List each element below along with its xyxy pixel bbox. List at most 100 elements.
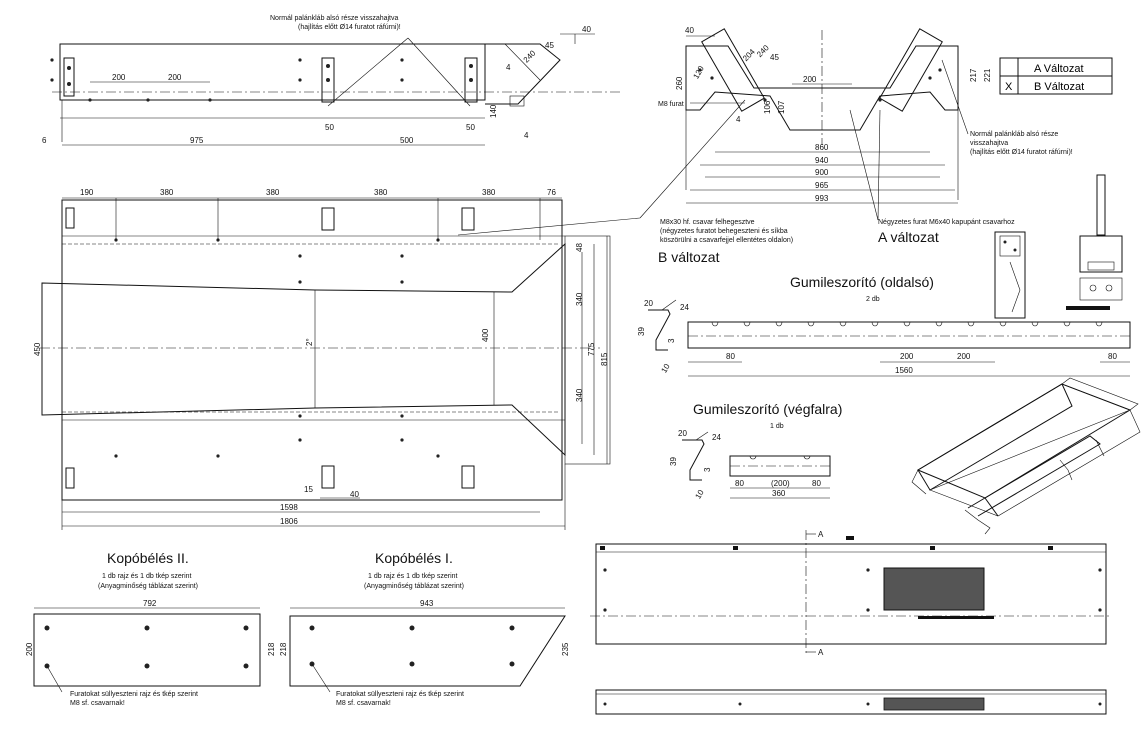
bottom-panel-grille: [883, 567, 985, 611]
kopo2-note-line1: Furatokat süllyeszteni rajz és tkép szer…: [70, 691, 198, 698]
end-dim-40: 40: [685, 26, 694, 35]
gumi-v-dim-80a: 80: [735, 479, 744, 488]
end-slanted-right: [879, 28, 943, 112]
end-slanted-left: [701, 28, 765, 112]
gumi-o-dim-3: 3: [667, 338, 676, 343]
plan-outline: [61, 199, 563, 501]
gumi-o-dim-10: 10: [659, 362, 672, 375]
plan-dim-450: 450: [33, 342, 42, 356]
side-dim-50a: 50: [325, 123, 334, 132]
strip-notch: [967, 321, 975, 327]
side-dim-500: 500: [400, 136, 414, 145]
b-valtozat-label: B változat: [658, 249, 720, 265]
gumi-vegfal-title: Gumileszorító (végfalra): [693, 401, 842, 417]
gumi-v-dim-24: 24: [712, 433, 721, 442]
detail-post-base: [1079, 235, 1123, 273]
kopo2-sub1: 1 db rajz és 1 db tkép szerint: [102, 573, 192, 580]
plan-dim-380c: 380: [374, 188, 388, 197]
end-dim-120: 120: [691, 64, 706, 81]
side-dim-50b: 50: [466, 123, 475, 132]
side-note-line1: Normál palánkláb alsó része visszahajtva: [270, 15, 398, 22]
detail-views: [994, 174, 1123, 319]
end-dim-260: 260: [675, 76, 684, 90]
strip-notch: [935, 321, 943, 327]
legend-row-b-label: B Változat: [1034, 81, 1084, 93]
plan-dim-48: 48: [575, 243, 584, 252]
end-view: 40 260 120 204 240 45 217 221 200 106 10…: [457, 26, 1073, 265]
end-dim-900: 900: [815, 168, 829, 177]
gumi-oldalso-title: Gumileszorító (oldalsó): [790, 274, 934, 290]
gumi-oldalso-strip: [687, 321, 1131, 349]
gumi-oldalso: Gumileszorító (oldalsó) 2 db 80 200 200 …: [637, 274, 1131, 377]
side-dim-200b: 200: [168, 73, 182, 82]
strip-notch: [999, 321, 1007, 327]
kopo1-note-line1: Furatokat süllyeszteni rajz és tkép szer…: [336, 691, 464, 698]
kopo2-note-line2: M8 sf. csavarnak!: [70, 700, 125, 707]
gumi-o-profile: [648, 309, 671, 351]
kopo2-h1: 200: [25, 642, 34, 656]
end-dim-106: 106: [763, 100, 772, 114]
plan-dim-380d: 380: [482, 188, 496, 197]
legend-row-a-label: A Változat: [1034, 63, 1084, 75]
plan-dim-815: 815: [600, 352, 609, 366]
plan-dim-1598: 1598: [280, 503, 298, 512]
bottom-panel-outline: [595, 543, 1107, 645]
gumi-o-dim-1560: 1560: [895, 366, 913, 375]
plan-dim-380b: 380: [266, 188, 280, 197]
plan-floor-liner: [41, 242, 566, 457]
gumi-v-dim-10: 10: [693, 488, 706, 501]
end-dim-221: 221: [983, 68, 992, 82]
plan-dim-15: 15: [304, 485, 313, 494]
gumi-vegfal: Gumileszorító (végfalra) 1 db 80 (200) 8…: [669, 401, 842, 500]
gumi-v-dim-80b: 80: [812, 479, 821, 488]
end-note-line2: visszahajtva: [970, 140, 1008, 147]
end-dim-965: 965: [815, 181, 829, 190]
kopo2-title: Kopóbélés II.: [107, 550, 189, 566]
end-note-line3: (hajlítás előtt Ø14 furatot ráfúrni)!: [970, 149, 1073, 156]
variant-legend: A Változat X B Változat: [999, 57, 1113, 95]
end-dim-204: 204: [741, 47, 757, 63]
end-dim-200: 200: [803, 75, 817, 84]
kopo1-h2: 235: [561, 642, 570, 656]
strip-notch: [1063, 321, 1071, 327]
side-dim-6: 6: [42, 136, 47, 145]
plan-dim-400: 400: [481, 328, 490, 342]
gumi-o-dim-39: 39: [637, 327, 646, 336]
plan-dim-340b: 340: [575, 388, 584, 402]
side-dim-200a: 200: [112, 73, 126, 82]
side-view: 200 200 975 500 6 50 50 140 4 4 240 45 4…: [42, 15, 620, 146]
m8x30-line1: M8x30 hf. csavar felhegesztve: [660, 219, 755, 226]
kopo1-sub2: (Anyagminőség táblázat szerint): [364, 583, 464, 590]
legend-row-b-mark: X: [1005, 81, 1013, 93]
bottom-panel: A A: [590, 530, 1112, 715]
side-dim-40: 40: [582, 25, 591, 34]
strip-notch: [903, 321, 911, 327]
kopo2-plate: [33, 613, 261, 687]
side-dim-975: 975: [190, 136, 204, 145]
end-dim-217: 217: [969, 68, 978, 82]
strip-notch: [775, 321, 783, 327]
gumi-o-dim-20: 20: [644, 299, 653, 308]
gumi-v-dim-360: 360: [772, 489, 786, 498]
end-dim-940: 940: [815, 156, 829, 165]
strip-notch: [711, 321, 719, 327]
kopo2-h2: 218: [267, 642, 276, 656]
strip-notch: [807, 321, 815, 327]
kopo1: Kopóbélés I. 1 db rajz és 1 db tkép szer…: [279, 550, 570, 707]
m8x30-line2: (négyzetes furatot behegeszteni és síkba: [660, 228, 788, 235]
plan-dim-40: 40: [350, 490, 359, 499]
end-view-outline: [685, 45, 959, 131]
gumi-o-dim-200b: 200: [957, 352, 971, 361]
kopo1-sub1: 1 db rajz és 1 db tkép szerint: [368, 573, 458, 580]
side-dim-140: 140: [489, 104, 498, 118]
end-dim-993: 993: [815, 194, 829, 203]
kopo1-w: 943: [420, 599, 434, 608]
kopo1-h1: 218: [279, 642, 288, 656]
plan-dim-340a: 340: [575, 292, 584, 306]
plan-dim-380a: 380: [160, 188, 174, 197]
gumi-v-profile: [682, 439, 705, 481]
end-dim-860: 860: [815, 143, 829, 152]
section-a-bottom: A: [818, 648, 824, 657]
kopo1-plate: [289, 615, 566, 687]
a-valtozat-label: A változat: [878, 229, 939, 245]
